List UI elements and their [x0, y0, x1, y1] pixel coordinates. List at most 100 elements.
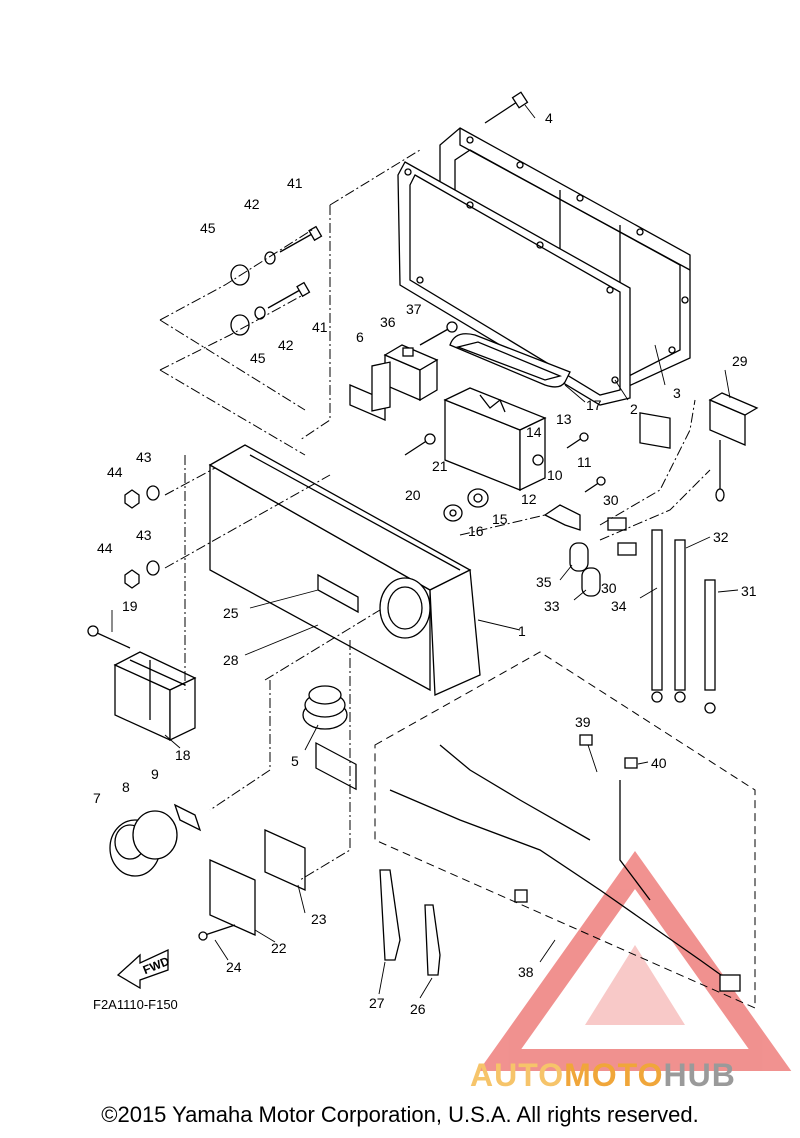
callout-40: 40: [651, 755, 667, 771]
callout-26: 26: [410, 1001, 426, 1017]
part-18-rectifier: [113, 651, 197, 742]
watermark-logo-triangle: [478, 851, 792, 1071]
callout-30b: 30: [601, 580, 617, 596]
part-20-plate: [371, 361, 391, 412]
part-27-tie: [379, 869, 401, 961]
callout-36: 36: [380, 314, 396, 330]
callout-35: 35: [536, 574, 552, 590]
part-44-nut-upper: [124, 489, 140, 509]
callout-31: 31: [741, 583, 757, 599]
callout-12: 12: [521, 491, 537, 507]
callout-7: 7: [93, 790, 101, 806]
callout-22: 22: [271, 940, 287, 956]
callout-14: 14: [526, 424, 542, 440]
part-12-control-unit: [443, 387, 547, 492]
callout-45a: 45: [200, 220, 216, 236]
part-21-screw: [404, 433, 436, 456]
callout-15: 15: [492, 511, 508, 527]
callout-17: 17: [586, 397, 602, 413]
callout-43b: 43: [136, 527, 152, 543]
callout-21: 21: [432, 458, 448, 474]
part-32-plug-wire: [674, 539, 686, 703]
part-35-cap: [569, 542, 589, 572]
part-8-ring: [132, 810, 178, 860]
part-4-bolt: [484, 91, 529, 124]
part-1-housing: [208, 444, 481, 791]
callout-23: 23: [311, 911, 327, 927]
part-33-cap: [581, 567, 601, 597]
watermark-auto: AUTO: [470, 1057, 565, 1093]
part-13-screw: [566, 432, 589, 449]
part-43-washer-upper: [146, 485, 160, 501]
part-10-bracket: [543, 504, 581, 531]
part-41-bolt-upper: [279, 225, 323, 253]
part-14-washer: [532, 454, 544, 466]
part-44-nut-lower: [124, 569, 140, 589]
callout-18: 18: [175, 747, 191, 763]
callout-32: 32: [713, 529, 729, 545]
callout-44a: 44: [107, 464, 123, 480]
part-17-seal: [449, 333, 571, 388]
callout-27: 27: [369, 995, 385, 1011]
callout-5: 5: [291, 753, 299, 769]
callout-19: 19: [122, 598, 138, 614]
callout-24: 24: [226, 959, 242, 975]
callout-13: 13: [556, 411, 572, 427]
callout-33: 33: [544, 598, 560, 614]
part-30-plug-cap-lower: [617, 542, 637, 556]
part-40-connector: [624, 757, 638, 769]
part-25-label: [317, 573, 359, 614]
callout-2: 2: [630, 401, 638, 417]
callout-16: 16: [468, 523, 484, 539]
part-16-collar: [443, 504, 463, 522]
part-2-gasket: [397, 161, 631, 406]
part-29-coil: [708, 392, 759, 502]
callout-42b: 42: [278, 337, 294, 353]
callout-8: 8: [122, 779, 130, 795]
part-19-screw: [87, 625, 131, 649]
part-41-bolt-lower: [267, 281, 311, 309]
part-38-harness-outline: [374, 651, 756, 1009]
callout-37: 37: [406, 301, 422, 317]
watermark-hub: HUB: [663, 1057, 736, 1093]
part-24-screw: [198, 924, 236, 941]
callout-6: 6: [356, 329, 364, 345]
part-39-connector: [579, 734, 593, 746]
part-5-grommet: [302, 685, 348, 730]
callout-1: 1: [518, 623, 526, 639]
watermark-moto: MOTO: [564, 1057, 664, 1093]
callout-41a: 41: [287, 175, 303, 191]
part-43-washer-lower: [146, 560, 160, 576]
callout-41b: 41: [312, 319, 328, 335]
callout-3: 3: [673, 385, 681, 401]
copyright-notice: ©2015 Yamaha Motor Corporation, U.S.A. A…: [101, 1102, 699, 1127]
part-9-clip: [173, 803, 202, 832]
callout-9: 9: [151, 766, 159, 782]
callout-labels: 4 3 2 17 1 5 6 7 8 9 10 11 12 13 14 15 1…: [93, 110, 757, 1017]
callout-34: 34: [611, 598, 627, 614]
part-34-plug-wire: [651, 529, 663, 703]
part-26-tie: [424, 904, 441, 976]
part-37-screw: [419, 321, 458, 346]
callout-29: 29: [732, 353, 748, 369]
part-11-screw: [584, 476, 606, 493]
callout-38: 38: [518, 964, 534, 980]
callout-42a: 42: [244, 196, 260, 212]
part-15-grommet: [467, 488, 489, 508]
callout-11: 11: [577, 454, 592, 470]
callout-20: 20: [405, 487, 421, 503]
part-45-spacer-lower: [230, 314, 250, 336]
callout-30a: 30: [603, 492, 619, 508]
callout-43a: 43: [136, 449, 152, 465]
callout-28: 28: [223, 652, 239, 668]
callout-4: 4: [545, 110, 553, 126]
callout-25: 25: [223, 605, 239, 621]
part-36-relay: [383, 344, 439, 402]
callout-10: 10: [547, 467, 563, 483]
callout-45b: 45: [250, 350, 266, 366]
part-31-plug-wire: [704, 579, 716, 714]
callout-44b: 44: [97, 540, 113, 556]
part-22-plate: [209, 858, 256, 937]
fwd-arrow-icon: FWD: [116, 948, 172, 990]
